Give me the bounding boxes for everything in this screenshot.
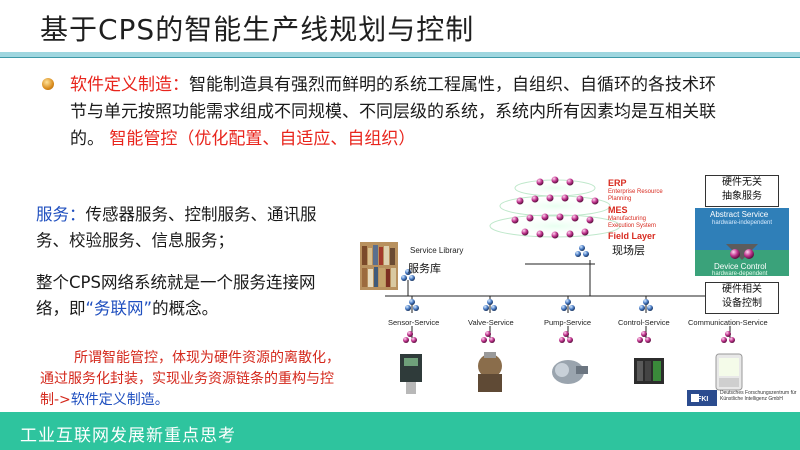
mes-label: MES — [608, 205, 628, 215]
paragraph-body: 智能制造具有强烈而鲜明的系统工程属性，自组织、自循环的各技术环节与单元按照功能需… — [70, 75, 716, 149]
network-suffix: 的概念。 — [152, 299, 219, 318]
device-nodes — [403, 331, 735, 343]
term-software-defined: 软件定义制造： — [70, 75, 189, 95]
field-cluster — [575, 245, 589, 257]
services-block: 服务：传感器服务、控制服务、通讯服务、校验服务、信息服务； — [36, 202, 346, 254]
dfki-name: DFKI — [692, 396, 709, 403]
service-label-sensor: Sensor-Service — [388, 318, 440, 327]
hw-independent-box: 硬件无关 抽象服务 — [705, 175, 779, 207]
service-label-pump: Pump-Service — [544, 318, 592, 327]
network-block: 整个CPS网络系统就是一个服务连接网络，即“务联网”的概念。 — [36, 270, 346, 322]
paragraph-emphasis: 智能管控（优化配置、自适应、自组织） — [109, 129, 416, 149]
bullet-icon — [42, 78, 54, 90]
mes-sub-label: Manufacturing Execution System — [608, 216, 657, 229]
abstract-service-label: Abstract Service — [710, 210, 769, 219]
abstract-service-sub: hardware-independent — [712, 220, 773, 226]
sensor-device-image — [400, 354, 422, 394]
communication-device-image — [715, 353, 743, 391]
pump-device-image — [552, 360, 588, 384]
footer-text: 工业互联网发展新重点思考 — [20, 426, 236, 446]
services-text: 传感器服务、控制服务、通讯服务、校验服务、信息服务； — [36, 205, 317, 250]
erp-label: ERP — [608, 178, 627, 188]
services-term: 服务： — [36, 205, 86, 224]
service-label-communication: Communication-Service — [688, 318, 768, 327]
service-label-valve: Valve-Service — [468, 318, 514, 327]
dfki-text: Deutsches Forschungszentrum für Künstlic… — [720, 390, 797, 402]
abstraction-panel — [695, 208, 789, 276]
device-control-sub: hardware-dependent — [712, 271, 768, 277]
title-underline — [0, 52, 800, 57]
note-block: 所谓智能管控，体现为硬件资源的离散化，通过服务化封装，实现业务资源链条的重构与控… — [40, 348, 340, 411]
device-control-label: Device Control — [714, 262, 767, 271]
note-text: 所谓智能管控，体现为硬件资源的离散化，通过服务化封装，实现业务资源链条的重构与控… — [40, 350, 340, 408]
field-layer-label: Field Layer — [608, 231, 656, 241]
erp-sub-label: Enterprise Resource Planning — [608, 189, 663, 202]
cps-service-diagram: ERP Enterprise Resource Planning MES Man… — [350, 168, 800, 412]
pyramid-hierarchy — [489, 176, 621, 239]
service-library-label: Service Library — [410, 246, 464, 255]
service-label-control: Control-Service — [618, 318, 670, 327]
footer-bar: 工业互联网发展新重点思考 — [0, 412, 800, 450]
slide-title: 基于CPS的智能生产线规划与控制 — [40, 13, 475, 46]
network-prefix: 整个CPS网络系统就是一个服务连接网络，即 — [36, 273, 316, 318]
intro-paragraph: 软件定义制造：智能制造具有强烈而鲜明的系统工程属性，自组织、自循环的各技术环节与… — [70, 72, 730, 153]
tree-nodes — [401, 269, 737, 311]
network-highlight: “务联网” — [85, 299, 153, 318]
controller-device-image — [634, 358, 664, 384]
diagram-graphics — [360, 176, 789, 406]
service-library-image — [360, 242, 398, 290]
dfki-logo — [687, 390, 717, 406]
field-layer-cn: 现场层 — [612, 244, 645, 257]
note-highlight: 软件定义制造。 — [70, 392, 169, 408]
hw-dependent-box: 硬件相关 设备控制 — [705, 282, 779, 314]
service-library-cn: 服务库 — [408, 262, 441, 275]
valve-device-image — [478, 352, 502, 392]
title-underline-thin — [0, 57, 800, 58]
